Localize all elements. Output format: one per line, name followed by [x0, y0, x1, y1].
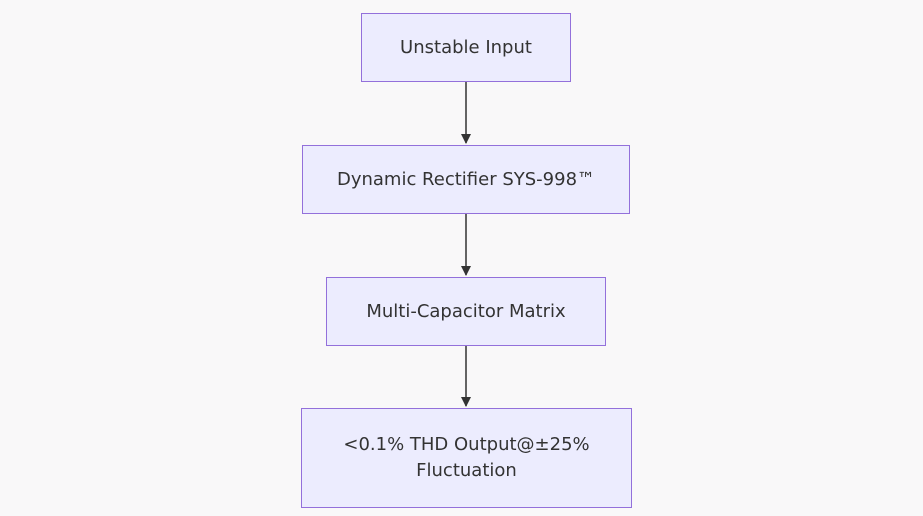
- node-multi-capacitor-matrix: Multi-Capacitor Matrix: [326, 277, 606, 346]
- node-label: <0.1% THD Output@±25% Fluctuation: [343, 434, 590, 481]
- node-thd-output: <0.1% THD Output@±25% Fluctuation: [301, 408, 632, 508]
- node-unstable-input: Unstable Input: [361, 13, 571, 82]
- node-label: Multi-Capacitor Matrix: [366, 300, 566, 322]
- node-label: Dynamic Rectifier SYS-998™: [336, 168, 596, 190]
- node-dynamic-rectifier: Dynamic Rectifier SYS-998™: [302, 145, 630, 214]
- node-label: Unstable Input: [400, 36, 532, 58]
